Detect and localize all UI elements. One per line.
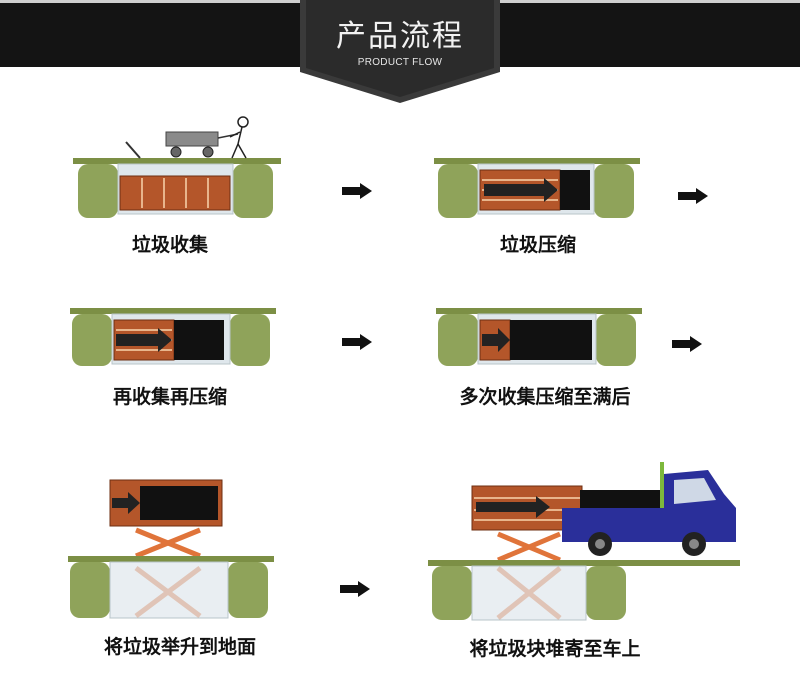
step-5-label: 将垃圾举升到地面 bbox=[103, 636, 256, 658]
flow-arrow-icon bbox=[342, 183, 372, 199]
page-title: 产品流程 bbox=[336, 19, 464, 54]
flow-arrow-icon bbox=[342, 334, 372, 350]
step-1-label: 垃圾收集 bbox=[131, 234, 208, 256]
flow-arrow-icon bbox=[672, 336, 702, 352]
step-3-illustration bbox=[70, 308, 276, 366]
step-4-illustration bbox=[436, 308, 642, 366]
step-2-label: 垃圾压缩 bbox=[499, 234, 576, 256]
header-badge bbox=[300, 0, 500, 103]
step-4-label: 多次收集压缩至满后 bbox=[459, 386, 631, 408]
step-5-illustration bbox=[68, 479, 274, 619]
flow-arrow-icon bbox=[678, 188, 708, 204]
step-3-label: 再收集再压缩 bbox=[112, 386, 227, 408]
step-1-illustration bbox=[73, 116, 281, 218]
flow-arrow-icon bbox=[340, 581, 370, 597]
step-6-illustration bbox=[428, 462, 740, 621]
step-6-label: 将垃圾块堆寄至车上 bbox=[469, 638, 641, 660]
step-2-illustration bbox=[434, 158, 640, 218]
page-subtitle: PRODUCT FLOW bbox=[357, 57, 443, 68]
